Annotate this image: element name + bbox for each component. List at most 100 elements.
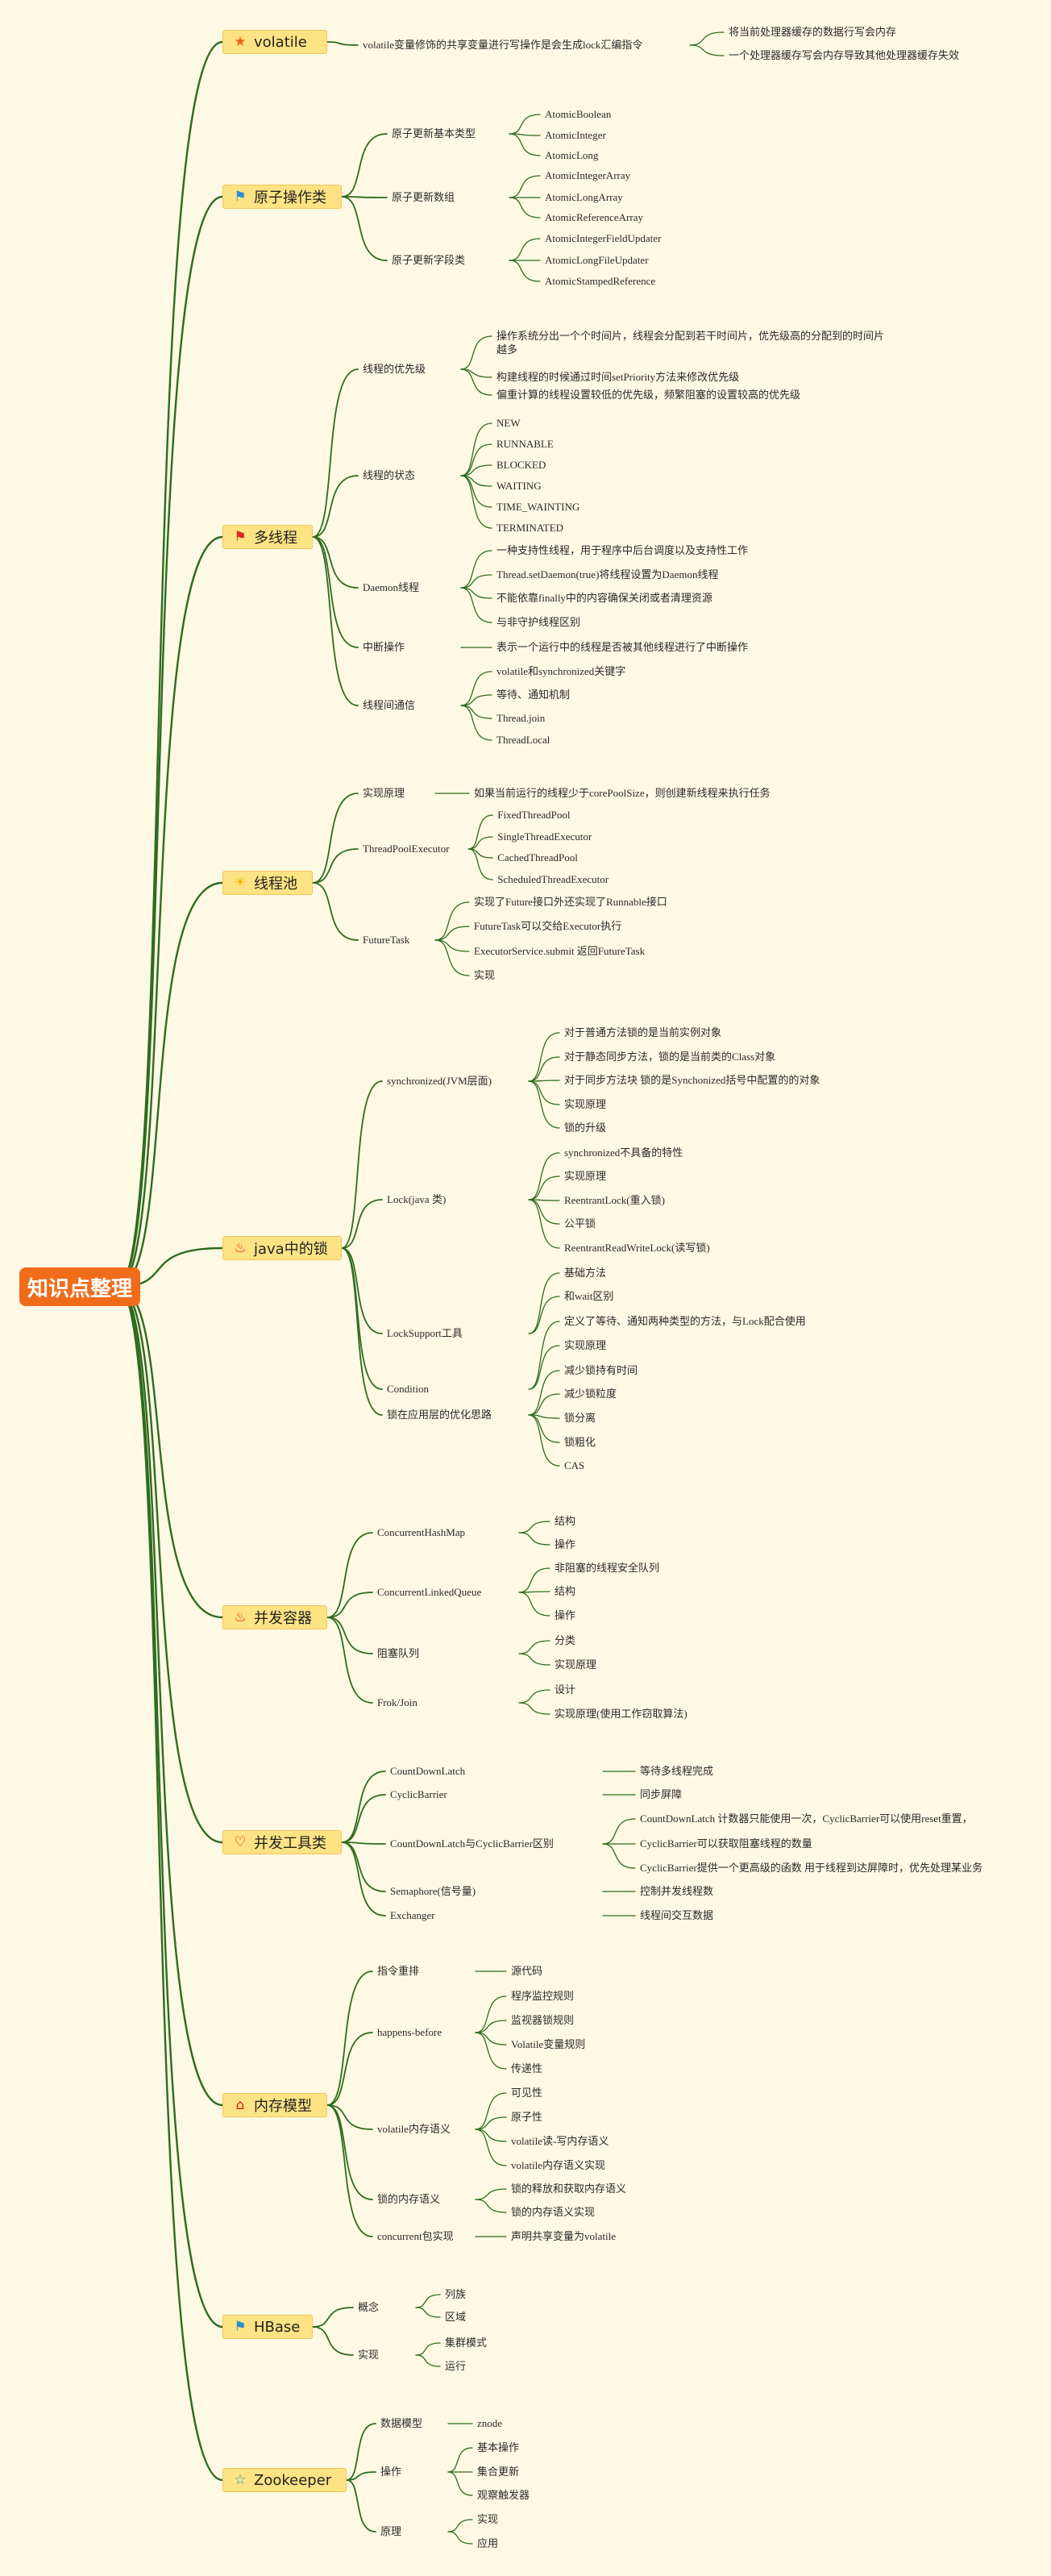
branch-node: synchronized(JVM层面) [387,1075,492,1087]
category-label: java中的锁 [254,1241,328,1258]
branch-node: ThreadPoolExecutor [363,843,450,855]
star-outline-icon: ☆ [234,2471,247,2488]
leaf-node: 实现了Future接口外还实现了Runnable接口 [474,896,667,908]
leaf-node: 锁的释放和获取内存语义 [511,2183,627,2195]
red-flag-icon: ⚑ [234,528,247,545]
leaf-node: 一种支持性线程，用于程序中后台调度以及支持性工作 [496,544,749,556]
sun-icon: ☀ [234,874,247,891]
leaf-node: 对于静态同步方法，锁的是当前类的Class对象 [564,1051,776,1063]
leaf-node: volatile读-写内存语义 [511,2135,609,2147]
leaf-node: 运行 [445,2360,467,2372]
leaf-node: 设计 [555,1683,576,1696]
leaf-node: 监视器锁规则 [511,2014,575,2026]
leaf-node: AtomicLongArray [545,191,623,203]
leaf-node: 实现原理 [564,1339,607,1351]
leaf-node: 实现原理 [564,1170,607,1182]
fire-icon: ♨ [234,1239,247,1256]
leaf-node: 构建线程的时候通过时间setPriority方法来修改优先级 [496,371,740,383]
leaf-node: 表示一个运行中的线程是否被其他线程进行了中断操作 [496,641,749,653]
leaf-node: znode [477,2417,503,2429]
category-node: ☆ Zookeeper [222,2468,347,2492]
flag-icon: ⚑ [234,2318,247,2335]
branch-node: 原子更新字段类 [392,254,466,266]
branch-node: ConcurrentLinkedQueue [377,1586,482,1598]
leaf-node: 可见性 [511,2087,543,2099]
branch-node: 阻塞队列 [377,1647,420,1659]
leaf-node: AtomicLong [545,149,599,161]
branch-node: volatile变量修饰的共享变量进行写操作是会生成lock汇编指令 [363,39,643,51]
branch-node: 线程的优先级 [363,363,426,375]
leaf-node: 定义了等待、通知两种类型的方法，与Lock配合使用 [564,1315,806,1327]
leaf-node: 程序监控规则 [511,1990,575,2002]
branch-node: volatile内存语义 [377,2123,451,2135]
leaf-node: CAS [564,1459,585,1471]
category-node: ♡ 并发工具类 [222,1830,342,1854]
leaf-node: 操作 [555,1609,576,1621]
branch-node: 锁的内存语义 [377,2193,441,2205]
leaf-node: 将当前处理器缓存的数据行写会内存 [729,26,897,38]
leaf-node: TERMINATED [496,522,564,534]
category-node: ☀线程池 [222,871,313,895]
leaf-node: 偏重计算的线程设置较低的优先级，频繁阻塞的设置较高的优先级 [496,389,801,401]
branch-node: ConcurrentHashMap [377,1526,466,1538]
category-label: 并发容器 [254,1610,312,1627]
category-label: 内存模型 [254,2098,312,2115]
leaf-node: 应用 [477,2537,499,2549]
category-node: ⚑多线程 [222,525,313,549]
branch-node: 原理 [380,2525,402,2537]
leaf-node: FixedThreadPool [497,809,571,821]
leaf-node: 基础方法 [564,1267,607,1279]
leaf-node: 非阻塞的线程安全队列 [555,1562,660,1574]
category-node: ⌂ 内存模型 [222,2093,327,2117]
category-node: ♨ java中的锁 [222,1236,342,1260]
leaf-node: 同步屏障 [640,1788,683,1800]
leaf-node: 如果当前运行的线程少于corePoolSize，则创建新线程来执行任务 [474,787,771,799]
heart-icon: ♡ [234,1833,247,1850]
flag-icon: ⚑ [234,188,247,205]
leaf-node: 减少锁持有时间 [564,1364,638,1376]
branch-node: 原子更新基本类型 [392,127,476,139]
branch-node: 实现 [358,2349,380,2361]
branch-node: happens-before [377,2026,442,2038]
leaf-node: TIME_WAINTING [496,501,580,513]
leaf-node: 实现原理(使用工作窃取算法) [555,1708,688,1720]
leaf-node: 观察触发器 [477,2489,530,2501]
leaf-node: ReentrantReadWriteLock(读写锁) [564,1242,710,1254]
branch-node: CountDownLatch [390,1765,466,1777]
leaf-node: 实现原理 [564,1098,607,1110]
leaf-node: AtomicStampedReference [545,275,656,287]
star-icon: ★ [234,33,247,50]
fire-icon: ♨ [234,1608,247,1625]
leaf-node: 等待多线程完成 [640,1765,714,1777]
leaf-node: 基本操作 [477,2441,520,2453]
branch-node: 线程的状态 [363,469,416,481]
category-label: 并发工具类 [254,1835,326,1852]
branch-node: 操作 [380,2466,402,2478]
leaf-node: ScheduledThreadExecutor [497,873,609,885]
leaf-node: 传递性 [511,2062,543,2075]
leaf-node: 原子性 [511,2111,543,2123]
branch-node: Frok/Join [377,1696,417,1708]
category-label: Zookeeper [254,2471,332,2489]
leaf-node: 线程间交互数据 [640,1909,714,1921]
category-node: ⚑ HBase [222,2315,313,2339]
category-label: 原子操作类 [254,189,326,206]
branch-node: Condition [387,1383,430,1395]
leaf-node: 等待、通知机制 [496,689,571,701]
branch-node: 概念 [358,2301,380,2313]
leaf-node: 不能依靠finally中的内容确保关闭或者清理资源 [496,592,712,604]
leaf-node: 声明共享变量为volatile [511,2230,616,2242]
category-label: HBase [254,2318,301,2336]
leaf-node: 结构 [555,1585,576,1597]
branch-node: 锁在应用层的优化思路 [387,1409,492,1421]
leaf-node: RUNNABLE [496,438,554,450]
leaf-node: 操作系统分出一个个时间片，线程会分配到若干时间片，优先级高的分配到的时间片越多 [496,330,885,356]
leaf-node: 实现原理 [555,1658,597,1671]
branch-node: 原子更新数组 [392,191,455,203]
branch-node: CountDownLatch与CyclicBarrier区别 [390,1837,554,1850]
leaf-node: 锁分离 [564,1412,596,1424]
leaf-node: 分类 [555,1634,576,1646]
home-icon: ⌂ [235,2096,245,2113]
